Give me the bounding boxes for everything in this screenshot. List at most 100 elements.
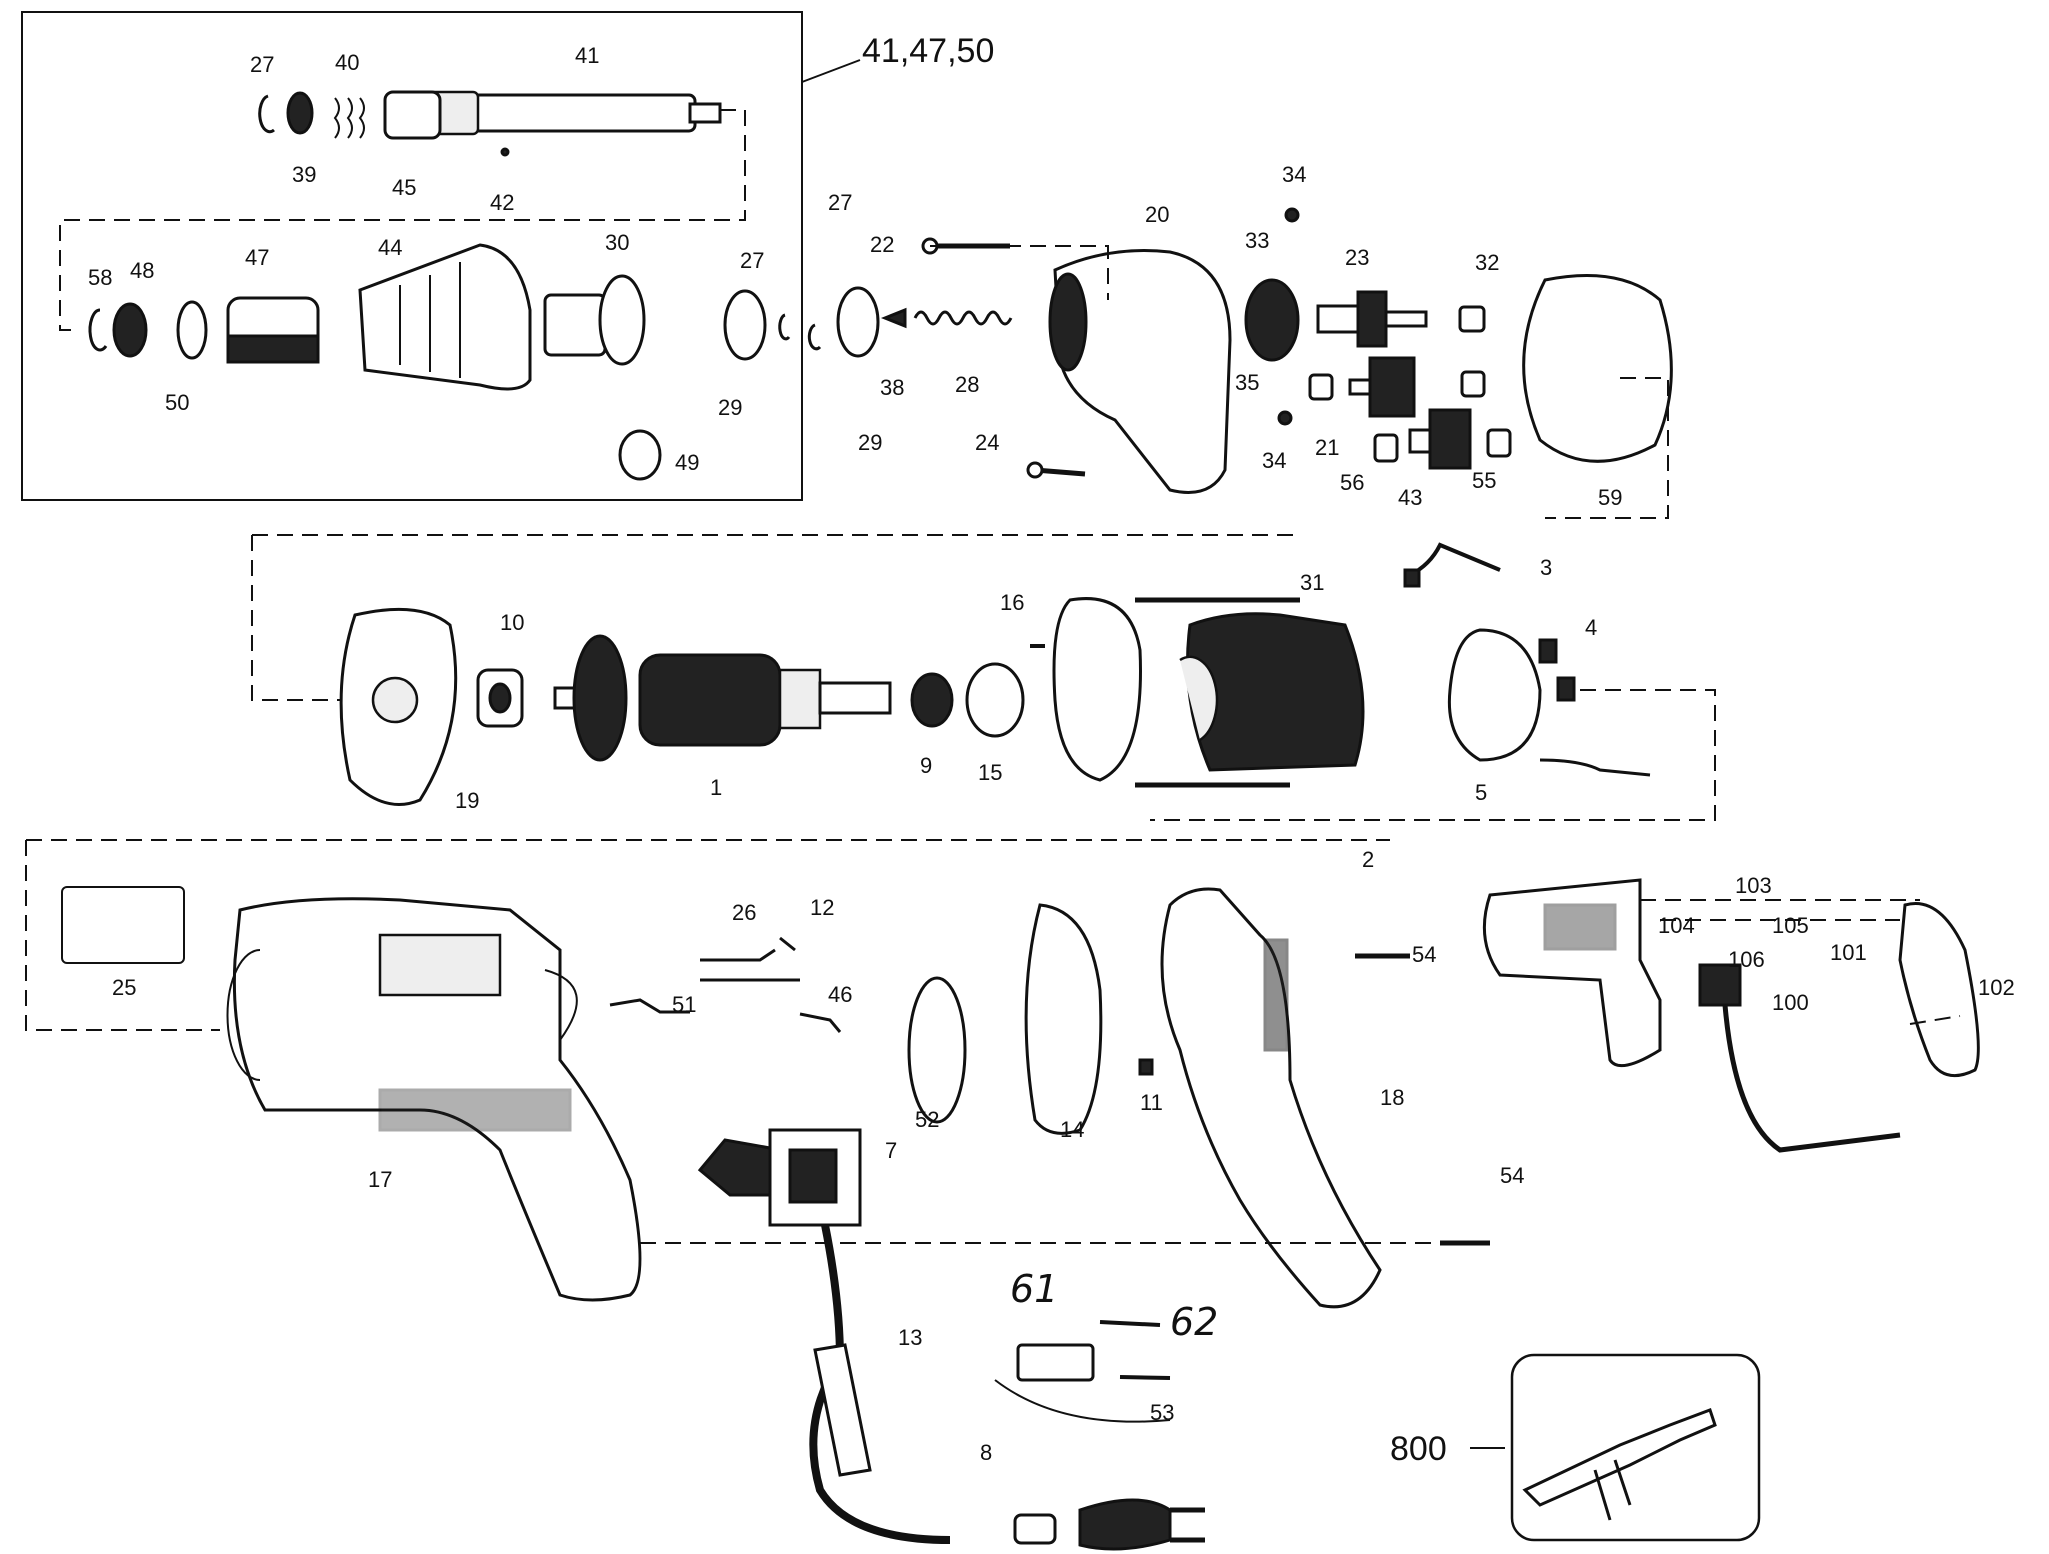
group-box (21, 11, 803, 501)
callout-34: 34 (1282, 162, 1306, 187)
callout-27c: 27 (828, 190, 852, 215)
part-100-switch (1698, 963, 1742, 1007)
callout-53: 53 (1150, 1400, 1174, 1425)
part-15-bushing (965, 662, 1025, 738)
part-41-spindle (468, 93, 697, 133)
part-29-nut-b (836, 286, 880, 358)
part-62-screw (1099, 1320, 1161, 1327)
callout-40: 40 (335, 50, 359, 75)
part-55-bushing (1486, 428, 1512, 458)
callout-49: 49 (675, 450, 699, 475)
part-52-ring (907, 976, 967, 1124)
part-4-brush (1538, 638, 1558, 664)
callout-46: 46 (828, 982, 852, 1007)
callout-15: 15 (978, 760, 1002, 785)
part-27-clip (258, 94, 275, 134)
part-39-ring (286, 91, 314, 135)
callout-9: 9 (920, 753, 932, 778)
part-3-lead (1409, 542, 1501, 577)
callout-28: 28 (955, 372, 979, 397)
part-44-housing (358, 243, 532, 391)
part-26-spring-clip (700, 936, 800, 982)
callout-50: 50 (165, 390, 189, 415)
part-23-gear (1316, 304, 1360, 334)
part-46-lever (799, 1012, 842, 1033)
chuck-assembly-group (21, 11, 861, 501)
callout-29b: 29 (858, 430, 882, 455)
part-49-ring (618, 429, 662, 481)
callout-27b: 27 (740, 248, 764, 273)
callout-30: 30 (605, 230, 629, 255)
callout-14: 14 (1060, 1117, 1084, 1142)
callout-54b: 54 (1500, 1163, 1524, 1188)
callout-100: 100 (1772, 990, 1809, 1015)
part-51-terminal (609, 998, 690, 1014)
callout-55: 55 (1472, 468, 1496, 493)
callout-101: 101 (1830, 940, 1867, 965)
part-32-bushing (1458, 305, 1486, 333)
callout-11: 11 (1140, 1090, 1163, 1115)
callout-56: 56 (1340, 470, 1364, 495)
callout-47: 47 (245, 245, 269, 270)
callout-59: 59 (1598, 485, 1622, 510)
callout-27: 27 (250, 52, 274, 77)
part-7-trigger (697, 1138, 772, 1197)
callout-105: 105 (1772, 913, 1809, 938)
part-13-strain-relief (813, 1343, 872, 1477)
part-11-pin (1138, 1058, 1154, 1076)
callout-29: 29 (718, 395, 742, 420)
part-cord-alt (1722, 1004, 1901, 1153)
callout-33: 33 (1245, 228, 1269, 253)
callout-21: 21 (1315, 435, 1339, 460)
callout-45: 45 (392, 175, 416, 200)
callout-43: 43 (1398, 485, 1422, 510)
callout-7: 7 (885, 1138, 897, 1163)
callout-26: 26 (732, 900, 756, 925)
part-29-cap (723, 289, 767, 361)
callout-22: 22 (870, 232, 894, 257)
callout-19: 19 (455, 788, 479, 813)
part-21-gear (1348, 378, 1372, 396)
motor-group (251, 534, 1716, 821)
part-59-gasket (1522, 274, 1673, 463)
callout-51: 51 (672, 992, 696, 1017)
callout-18: 18 (1380, 1085, 1404, 1110)
gear-housing-group (807, 207, 1673, 519)
part-34-screw (1284, 207, 1300, 223)
callout-62: 62 (1170, 1300, 1218, 1344)
callout-41: 41 (575, 43, 599, 68)
kit-group (1482, 878, 1980, 1153)
part-35-bushing (1308, 373, 1334, 401)
callout-34b: 34 (1262, 448, 1286, 473)
callout-2: 2 (1362, 847, 1374, 872)
callout-104: 104 (1658, 913, 1695, 938)
callout-800: 800 (1390, 1430, 1447, 1468)
part-5-brush-holder (1447, 628, 1542, 762)
part-102-handle (1898, 902, 1980, 1078)
callout-8: 8 (980, 1440, 992, 1465)
part-38-tip (880, 307, 907, 329)
part-40-spring (333, 97, 365, 139)
callout-25: 25 (112, 975, 136, 1000)
callout-35: 35 (1235, 370, 1259, 395)
callout-3: 3 (1540, 555, 1552, 580)
part-30-clutch (543, 293, 607, 357)
part-33-bearing (1244, 278, 1300, 362)
callout-31: 31 (1300, 570, 1324, 595)
callout-42: 42 (490, 190, 514, 215)
callout-17: 17 (368, 1167, 392, 1192)
callout-23: 23 (1345, 245, 1369, 270)
callout-12: 12 (810, 895, 834, 920)
part-56-bushing (1373, 433, 1399, 463)
callout-4: 4 (1585, 615, 1597, 640)
callout-102: 102 (1978, 975, 2015, 1000)
part-42-ball (500, 147, 510, 157)
callout-48: 48 (130, 258, 154, 283)
callout-5: 5 (1475, 780, 1487, 805)
callout-24: 24 (975, 430, 999, 455)
part-25-nameplate (61, 886, 185, 964)
part-48-seal (112, 302, 148, 358)
part-20-nose-housing (1053, 249, 1232, 494)
callout-54: 54 (1412, 942, 1436, 967)
